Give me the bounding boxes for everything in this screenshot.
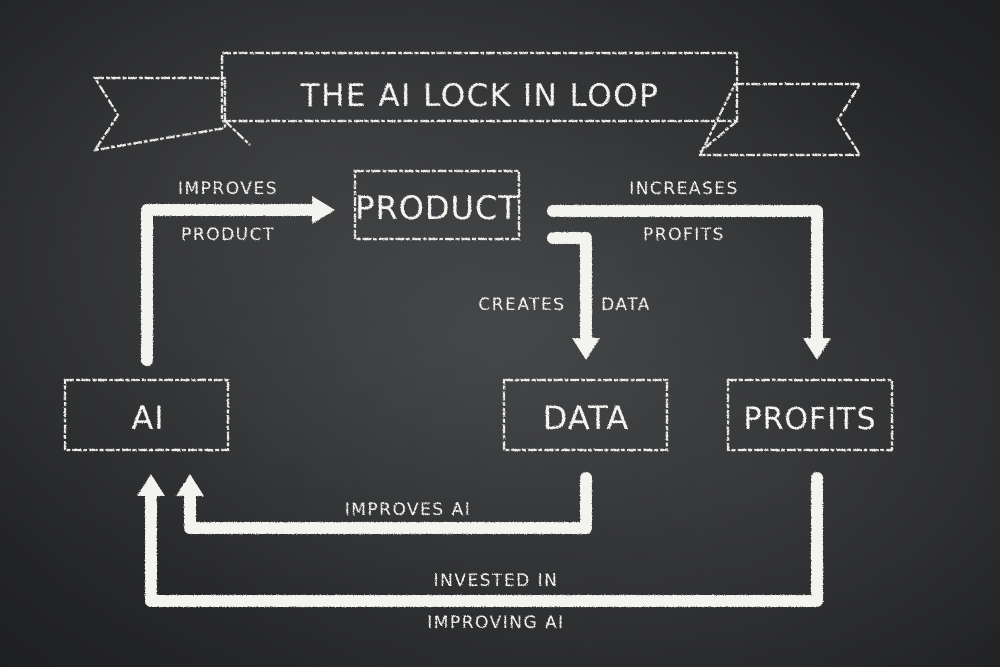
edge-ai-to-product-line [141,204,324,366]
edge-product-to-profits-arrowhead [803,338,831,360]
node-data-label: DATA [543,399,629,437]
banner-main-panel [220,51,739,123]
banner-fold-left [224,120,251,146]
banner-fold-right [699,120,738,153]
edge-data-to-ai-arrowhead [176,474,204,496]
edge-data-to-ai-line [184,472,592,534]
edge-product-to-data-arrowhead [572,338,600,360]
edge-profits-to-ai [137,472,823,607]
title-banner: THE AI LOCK IN LOOP [92,51,862,157]
edge-product-to-profits-line [547,205,823,346]
label-improving-ai: IMPROVING AI [427,613,564,633]
node-profits-label: PROFITS [743,402,876,437]
node-ai-label: AI [131,399,164,437]
edge-product-to-profits [547,205,831,360]
edge-profits-to-ai-line [145,472,823,607]
banner-left-tail [92,76,227,152]
label-increases: INCREASES [629,179,739,199]
label-product: PRODUCT [181,225,275,245]
node-product: PRODUCT [353,169,521,241]
edge-data-to-ai [176,472,592,534]
label-data: DATA [601,295,651,315]
banner-right-tail [698,82,862,157]
edge-ai-to-product [141,196,335,366]
edge-ai-to-product-arrowhead [312,196,335,224]
diagram-title: THE AI LOCK IN LOOP [300,78,660,114]
node-profits: PROFITS [726,378,894,452]
node-data: DATA [502,378,669,452]
node-ai: AI [63,378,230,452]
label-improves-ai: IMPROVES AI [345,500,472,520]
label-improves: IMPROVES [178,179,278,199]
label-creates: CREATES [478,295,565,315]
node-product-label: PRODUCT [355,189,519,227]
edge-product-to-data [547,232,600,360]
label-invested-in: INVESTED IN [434,571,559,591]
label-profits: PROFITS [643,225,725,245]
edge-profits-to-ai-arrowhead [137,474,165,496]
edge-product-to-data-line [547,232,592,346]
